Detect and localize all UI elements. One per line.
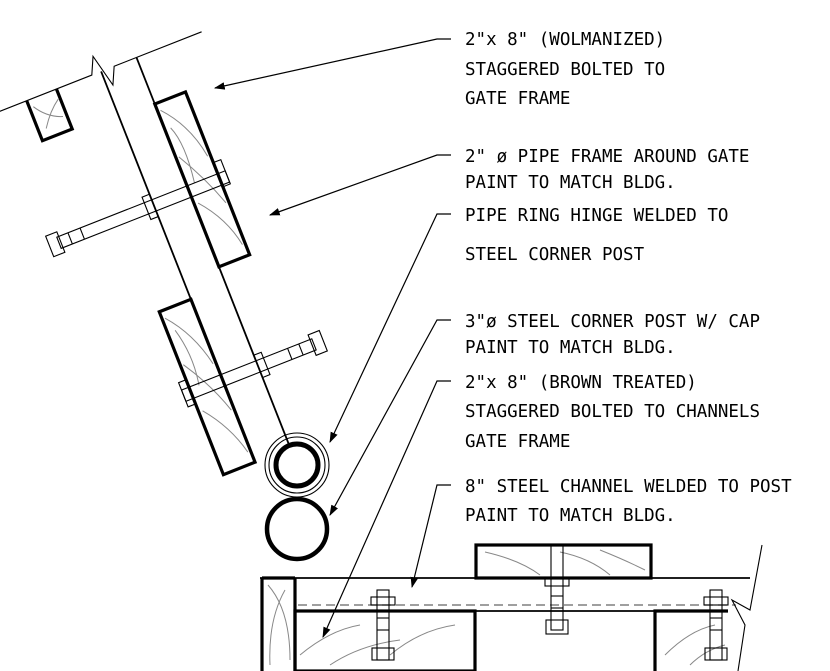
- note-wolmanized: 2"x 8" (WOLMANIZED) STAGGERED BOLTED TO …: [465, 30, 665, 109]
- note-brown-treated-line3: GATE FRAME: [465, 432, 570, 452]
- gate-board-lower: [157, 297, 258, 477]
- gate-bolt-lower: [180, 329, 329, 402]
- note-pipe-frame: 2" ø PIPE FRAME AROUND GATE PAINT TO MAT…: [465, 147, 749, 193]
- leader-hinge: [329, 213, 451, 443]
- note-brown-treated: 2"x 8" (BROWN TREATED) STAGGERED BOLTED …: [465, 373, 760, 452]
- channel-board-bottom-right: [653, 609, 728, 671]
- note-channel-line2: PAINT TO MATCH BLDG.: [465, 506, 676, 526]
- steel-corner-post: [264, 496, 330, 562]
- channel-bolt-right: [703, 589, 729, 661]
- channel-break-line: [730, 544, 763, 671]
- leader-brown-treated: [322, 380, 451, 638]
- note-wolmanized-line2: STAGGERED BOLTED TO: [465, 60, 665, 80]
- leader-pipe-frame: [268, 154, 451, 216]
- note-wolmanized-line3: GATE FRAME: [465, 89, 570, 109]
- note-channel-line1: 8" STEEL CHANNEL WELDED TO POST: [465, 477, 792, 497]
- channel-bolt-middle: [544, 544, 570, 635]
- gate-assembly: [0, 31, 329, 477]
- leader-corner-post: [329, 319, 451, 516]
- pipe-ring-hinge: [264, 432, 330, 498]
- note-corner-post-line1: 3"ø STEEL CORNER POST W/ CAP: [465, 312, 760, 332]
- note-hinge-line2: STEEL CORNER POST: [465, 245, 645, 265]
- note-hinge-line1: PIPE RING HINGE WELDED TO: [465, 206, 728, 226]
- channel-bolt-left: [370, 589, 396, 661]
- leader-wolmanized: [213, 38, 451, 90]
- note-corner-post-line2: PAINT TO MATCH BLDG.: [465, 338, 676, 358]
- gate-bolt-upper: [44, 170, 231, 258]
- note-corner-post: 3"ø STEEL CORNER POST W/ CAP PAINT TO MA…: [465, 312, 760, 358]
- note-pipe-frame-line1: 2" ø PIPE FRAME AROUND GATE: [465, 147, 749, 167]
- leader-channel: [410, 484, 451, 589]
- channel-board-bottom-left: [293, 609, 477, 671]
- gate-top-board: [25, 88, 75, 143]
- gate-break-line: [0, 31, 202, 113]
- note-wolmanized-line1: 2"x 8" (WOLMANIZED): [465, 30, 665, 50]
- note-channel: 8" STEEL CHANNEL WELDED TO POST PAINT TO…: [465, 477, 792, 526]
- note-hinge: PIPE RING HINGE WELDED TO STEEL CORNER P…: [465, 206, 728, 265]
- note-pipe-frame-line2: PAINT TO MATCH BLDG.: [465, 173, 676, 193]
- note-brown-treated-line2: STAGGERED BOLTED TO CHANNELS: [465, 402, 760, 422]
- note-brown-treated-line1: 2"x 8" (BROWN TREATED): [465, 373, 697, 393]
